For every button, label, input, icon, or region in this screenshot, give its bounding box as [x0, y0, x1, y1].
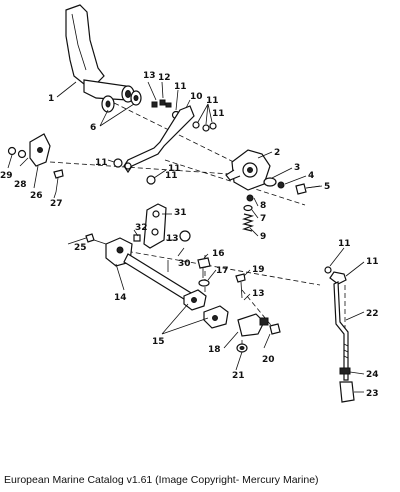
- callout-22: 22: [366, 309, 379, 319]
- washer-bolt-stack: [263, 177, 323, 195]
- callout-11-b: 11: [206, 96, 219, 106]
- callout-25: 25: [74, 243, 87, 253]
- image-caption: European Marine Catalog v1.61 (Image Cop…: [4, 474, 319, 486]
- callout-19: 19: [252, 265, 265, 275]
- callout-30: 30: [178, 259, 191, 269]
- callout-12: 12: [158, 73, 171, 83]
- callout-14: 14: [114, 293, 127, 303]
- callout-11-c: 11: [95, 158, 108, 168]
- callout-24: 24: [366, 370, 379, 380]
- callout-20: 20: [262, 355, 275, 365]
- callout-27: 27: [50, 199, 63, 209]
- clamp-hardware: [235, 273, 281, 353]
- callout-28: 28: [14, 180, 27, 190]
- callout-9: 9: [260, 232, 266, 242]
- callout-8: 8: [260, 201, 266, 211]
- callout-15: 15: [152, 337, 165, 347]
- callout-17: 17: [216, 266, 229, 276]
- small-hardware-top: [151, 99, 181, 120]
- left-bracket-parts: [7, 133, 64, 193]
- callout-7: 7: [260, 214, 266, 224]
- callout-13-c: 13: [252, 289, 265, 299]
- callout-numbers: 1 2 3 4 5 6 7 8 9 10 11 11 11 11 11 11 1…: [0, 71, 379, 399]
- callout-6: 6: [90, 123, 96, 133]
- callout-21: 21: [232, 371, 245, 381]
- callout-10: 10: [190, 92, 203, 102]
- callout-leaders: [7, 81, 365, 393]
- callout-23: 23: [366, 389, 379, 399]
- callout-29: 29: [0, 171, 13, 181]
- callout-16: 16: [212, 249, 225, 259]
- callout-11-a: 11: [174, 82, 187, 92]
- callout-11-f: 11: [366, 257, 379, 267]
- callout-11-h: 11: [212, 109, 225, 119]
- bolt-washer-16-17: [197, 257, 211, 287]
- callout-32: 32: [135, 223, 148, 233]
- callout-11-g: 11: [165, 171, 178, 181]
- callout-11-e: 11: [338, 239, 351, 249]
- callout-26: 26: [30, 191, 43, 201]
- callout-13-a: 13: [143, 71, 156, 81]
- shift-link-part: [123, 105, 195, 174]
- bushing-parts: [101, 90, 142, 113]
- callout-3: 3: [294, 163, 300, 173]
- callout-31: 31: [174, 208, 187, 218]
- shift-shaft-part: [85, 233, 197, 305]
- callout-5: 5: [324, 182, 330, 192]
- callout-18: 18: [208, 345, 221, 355]
- callout-1: 1: [48, 94, 54, 104]
- callout-11-d: 11: [168, 164, 181, 174]
- callout-2: 2: [274, 148, 280, 158]
- clamp-blocks: [183, 289, 229, 329]
- cam-plate-part: [225, 149, 271, 191]
- callout-4: 4: [308, 171, 314, 181]
- callout-13-b: 13: [166, 234, 179, 244]
- retaining-clips: [113, 121, 217, 185]
- alignment-lines: [49, 95, 346, 370]
- shift-handle-part: [65, 4, 135, 103]
- spring-detent-parts: [241, 194, 255, 232]
- shift-rod-part: [324, 266, 355, 403]
- bracket-plate-part: [133, 203, 191, 272]
